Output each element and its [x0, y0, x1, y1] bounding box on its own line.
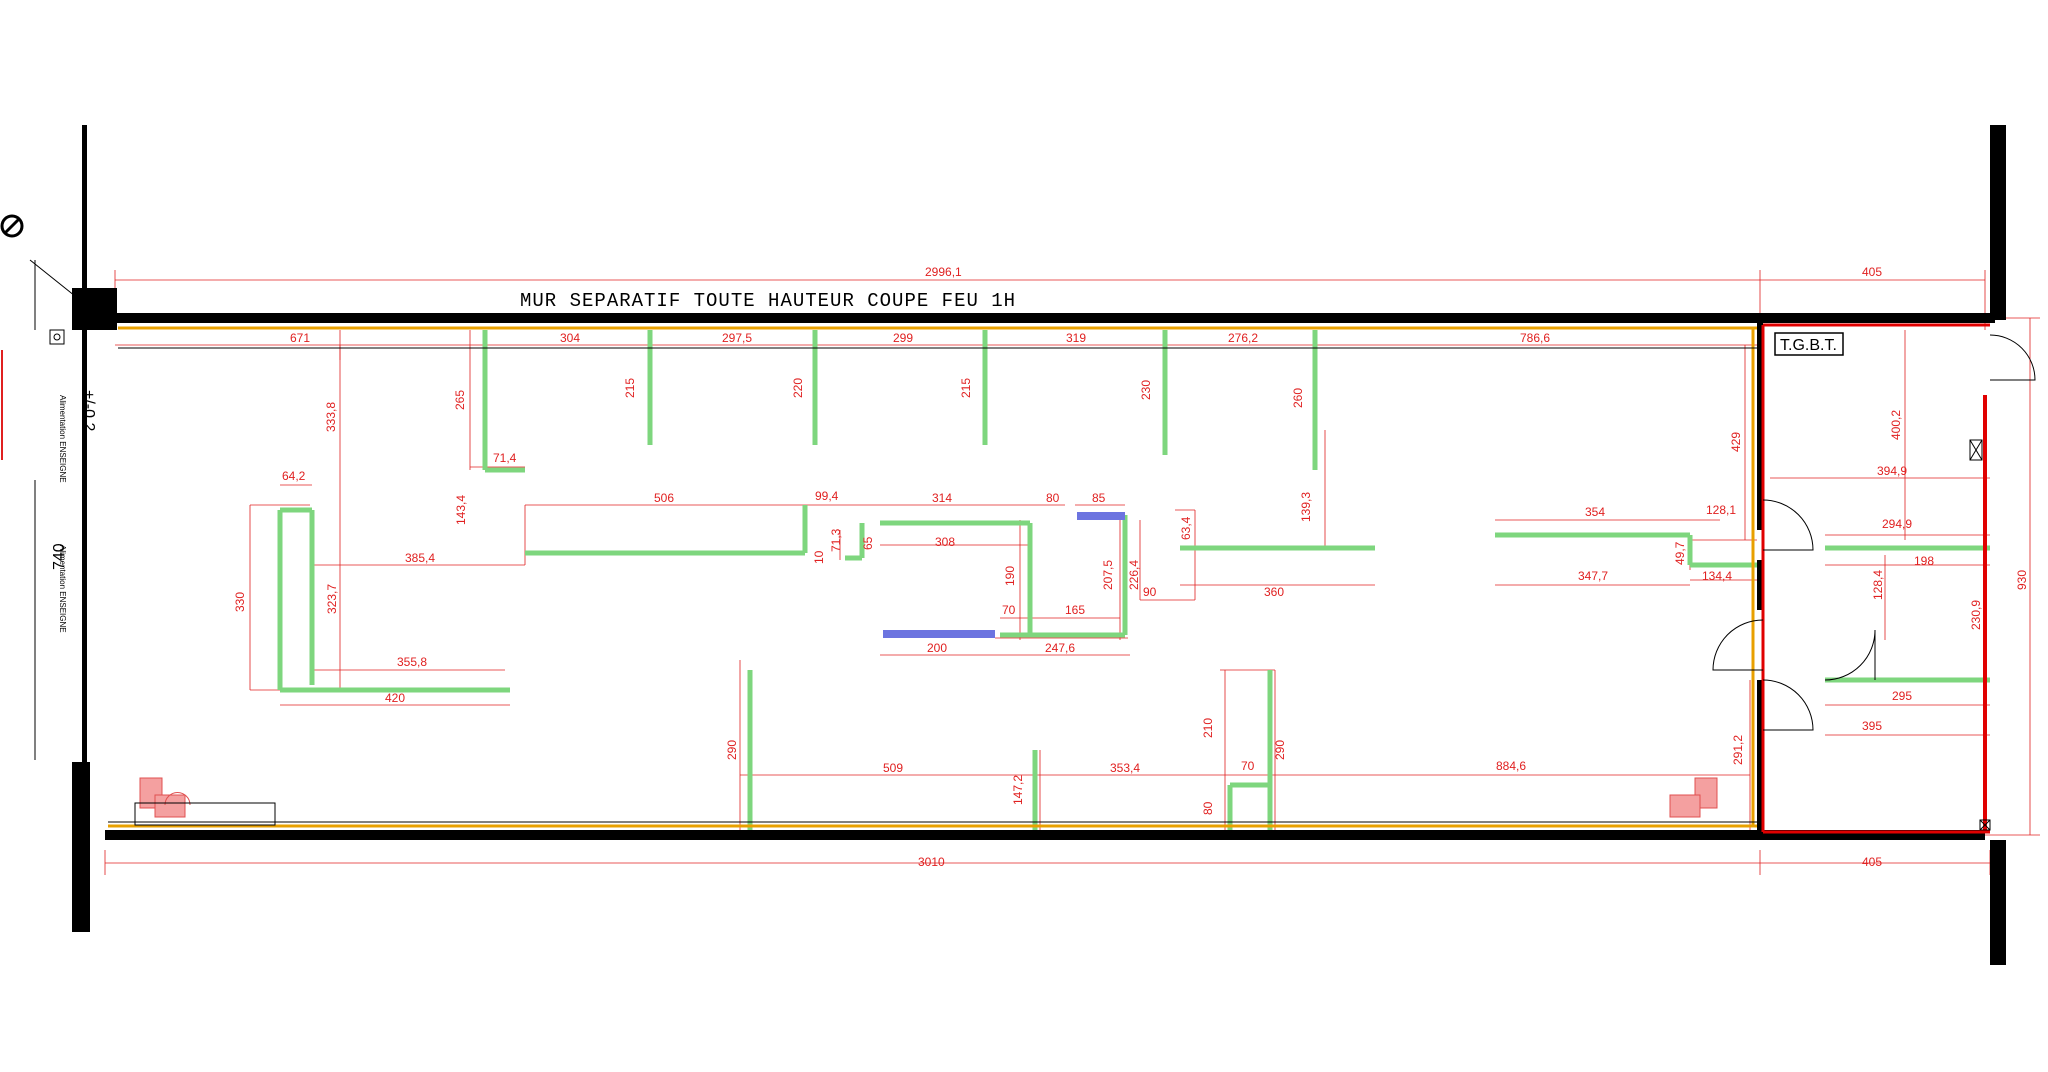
dim-label: 394,9 — [1877, 464, 1907, 478]
dim-label: 429 — [1729, 432, 1743, 452]
dim-label: 2996,1 — [925, 265, 962, 279]
dim-label: 63,4 — [1179, 516, 1193, 540]
dim-label: 354 — [1585, 505, 1605, 519]
dimension-labels: 2996,1 405 405 3010 930 671 304 297,5 29… — [233, 265, 2029, 869]
dim-label: 247,6 — [1045, 641, 1075, 655]
dim-label: 49,7 — [1673, 541, 1687, 565]
dim-label: 71,4 — [493, 451, 517, 465]
dim-label: 260 — [1291, 388, 1305, 408]
dim-label: 509 — [883, 761, 903, 775]
dim-label: 385,4 — [405, 551, 435, 565]
dim-label: 333,8 — [324, 402, 338, 432]
dim-label: 207,5 — [1101, 560, 1115, 590]
dim-label: 3010 — [918, 855, 945, 869]
dimension-lines — [104, 270, 2040, 875]
electrical-room — [1761, 323, 1991, 834]
side-dim-740: 740 — [51, 543, 68, 570]
dim-label: 360 — [1264, 585, 1284, 599]
dim-label: 930 — [2015, 570, 2029, 590]
dim-label: 190 — [1003, 566, 1017, 586]
side-dim-plus: +/-0,2 — [80, 390, 97, 431]
dim-label: 276,2 — [1228, 331, 1258, 345]
dim-label: 70 — [1241, 759, 1255, 773]
dim-label: 506 — [654, 491, 674, 505]
side-note-1: Alimentation ENSEIGNE — [58, 395, 67, 483]
dim-label: 297,5 — [722, 331, 752, 345]
walls — [72, 125, 2006, 965]
dim-label: 405 — [1862, 855, 1882, 869]
dim-label: 420 — [385, 691, 405, 705]
dim-label: 291,2 — [1731, 735, 1745, 765]
meter-box-icon — [29, 259, 81, 760]
dim-label: 128,4 — [1871, 570, 1885, 600]
dim-label: 226,4 — [1127, 560, 1141, 590]
dim-label: 215 — [623, 378, 637, 398]
dim-label: 80 — [1201, 801, 1215, 815]
dim-label: 308 — [935, 535, 955, 549]
no-entry-icon — [0, 214, 24, 238]
dim-label: 71,3 — [829, 528, 843, 552]
dim-label: 220 — [791, 378, 805, 398]
dim-label: 80 — [1046, 491, 1060, 505]
dim-label: 139,3 — [1299, 492, 1313, 522]
dim-label: 230,9 — [1969, 600, 1983, 630]
blue-element-2 — [883, 630, 995, 638]
dim-label: 99,4 — [815, 489, 839, 503]
dim-label: 319 — [1066, 331, 1086, 345]
dim-label: 400,2 — [1889, 410, 1903, 440]
dim-label: 290 — [1273, 740, 1287, 760]
dim-label: 395 — [1862, 719, 1882, 733]
side-note-2: Alimentation ENSEIGNE — [58, 545, 67, 633]
dim-label: 198 — [1914, 554, 1934, 568]
dim-label: 143,4 — [454, 495, 468, 525]
dim-label: 230 — [1139, 380, 1153, 400]
dim-label: 323,7 — [325, 584, 339, 614]
plan-title: MUR SEPARATIF TOUTE HAUTEUR COUPE FEU 1H — [520, 290, 1016, 312]
dim-label: 347,7 — [1578, 569, 1608, 583]
dim-label: 85 — [1092, 491, 1106, 505]
dim-label: 65 — [861, 536, 875, 550]
room-label: T.G.B.T. — [1780, 337, 1837, 354]
dim-label: 295 — [1892, 689, 1912, 703]
dim-label: 299 — [893, 331, 913, 345]
dim-label: 134,4 — [1702, 569, 1732, 583]
dim-label: 330 — [233, 592, 247, 612]
dim-label: 265 — [453, 390, 467, 410]
door-swing-icon — [1712, 334, 2036, 731]
dim-label: 128,1 — [1706, 503, 1736, 517]
dim-label: 147,2 — [1011, 775, 1025, 805]
dim-label: 64,2 — [282, 469, 306, 483]
blue-element-1 — [1077, 512, 1125, 520]
dim-label: 210 — [1201, 718, 1215, 738]
dim-label: 200 — [927, 641, 947, 655]
toilet-icon — [134, 777, 1718, 826]
partitions — [277, 330, 1990, 830]
dim-label: 165 — [1065, 603, 1085, 617]
dim-label: 90 — [1143, 585, 1157, 599]
dim-label: 215 — [959, 378, 973, 398]
dim-label: 786,6 — [1520, 331, 1550, 345]
dim-label: 355,8 — [397, 655, 427, 669]
dim-label: 884,6 — [1496, 759, 1526, 773]
dim-label: 353,4 — [1110, 761, 1140, 775]
dim-label: 304 — [560, 331, 580, 345]
dim-label: 294,9 — [1882, 517, 1912, 531]
dim-label: 314 — [932, 491, 952, 505]
dim-label: 10 — [812, 550, 826, 564]
dim-label: 671 — [290, 331, 310, 345]
dim-label: 70 — [1002, 603, 1016, 617]
dim-label: 405 — [1862, 265, 1882, 279]
dim-label: 290 — [725, 740, 739, 760]
